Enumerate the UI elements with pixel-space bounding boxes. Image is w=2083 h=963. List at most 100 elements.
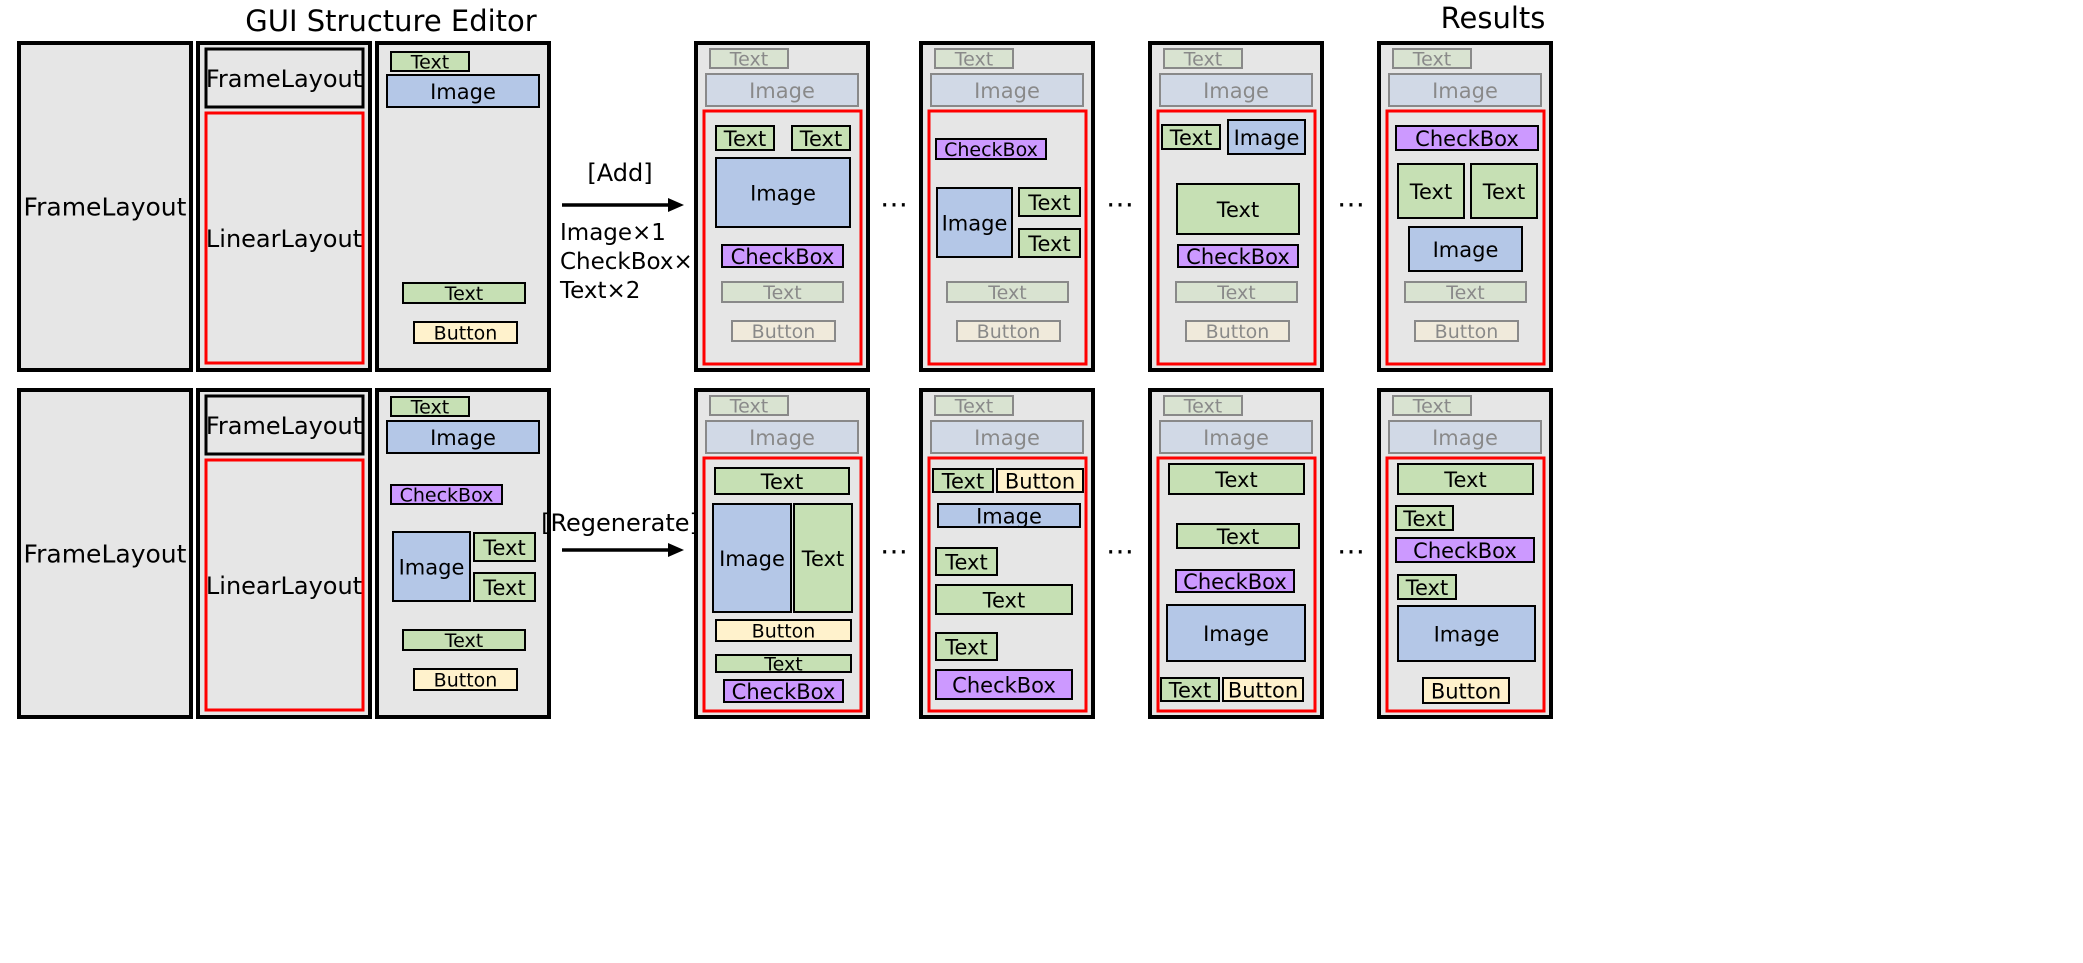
result-text: Text xyxy=(935,547,998,576)
text-label: Text xyxy=(1216,282,1255,304)
image-box xyxy=(930,73,1084,107)
editor-image: Image xyxy=(392,531,471,602)
result-text: Text xyxy=(1176,523,1300,549)
checkbox-box xyxy=(1395,537,1535,563)
image-box xyxy=(1388,73,1542,107)
result-image: Image xyxy=(1388,73,1542,107)
image-label: Image xyxy=(749,426,815,450)
result-text: Text xyxy=(709,395,789,418)
result-checkbox: CheckBox xyxy=(721,244,844,269)
result-text: Text xyxy=(1018,228,1081,258)
checkbox-box xyxy=(1177,244,1299,268)
checkbox-box xyxy=(1175,569,1295,593)
checkbox-box xyxy=(390,484,503,505)
editor-text: Text xyxy=(402,282,526,305)
result-text: Text xyxy=(934,48,1014,71)
result-text: Text xyxy=(721,281,844,304)
result-linear-layout xyxy=(927,456,1088,713)
outer-frame-layout-label: FrameLayout xyxy=(24,540,187,569)
image-box xyxy=(930,420,1084,454)
result-checkbox: CheckBox xyxy=(723,679,844,704)
operation-detail: Image×1 xyxy=(560,220,666,246)
result-linear-layout xyxy=(1385,109,1546,366)
text-box xyxy=(1018,187,1081,217)
result-checkbox: CheckBox xyxy=(935,138,1047,161)
text-box xyxy=(390,51,470,72)
button-box xyxy=(1414,320,1519,342)
result-text: Text xyxy=(935,584,1073,615)
text-box xyxy=(1404,281,1527,303)
image-box xyxy=(715,157,851,228)
editor-image: Image xyxy=(386,74,540,108)
result-text: Text xyxy=(1161,124,1221,150)
result-text: Text xyxy=(1392,395,1472,418)
image-label: Image xyxy=(1432,79,1498,103)
result-image: Image xyxy=(1397,605,1536,662)
ellipsis: … xyxy=(1337,181,1365,214)
image-box xyxy=(386,420,540,454)
text-label: Text xyxy=(1169,126,1212,150)
text-box xyxy=(721,281,844,303)
linear-layout-label: LinearLayout xyxy=(206,225,362,253)
result-image: Image xyxy=(937,503,1081,529)
text-box xyxy=(1470,163,1538,219)
result-image: Image xyxy=(1159,420,1313,454)
text-box xyxy=(946,281,1069,303)
linear-layout-label: LinearLayout xyxy=(206,572,362,600)
operation-detail: CheckBox×1 xyxy=(560,249,707,275)
checkbox-label: CheckBox xyxy=(944,139,1038,161)
result-image: Image xyxy=(1408,226,1523,272)
result-checkbox: CheckBox xyxy=(1177,244,1299,269)
result-linear-layout xyxy=(1156,109,1317,366)
result-button: Button xyxy=(731,320,836,343)
text-label: Text xyxy=(1214,468,1257,492)
text-box xyxy=(715,125,775,151)
image-label: Image xyxy=(1432,426,1498,450)
button-box xyxy=(956,320,1061,342)
editor-text: Text xyxy=(473,572,536,602)
result-image: Image xyxy=(705,73,859,107)
image-box xyxy=(937,503,1081,528)
text-label: Text xyxy=(763,654,802,676)
text-box xyxy=(715,654,852,673)
row-regenerate: FrameLayoutFrameLayoutLinearLayoutTextIm… xyxy=(17,388,1553,719)
checkbox-label: CheckBox xyxy=(1186,245,1290,269)
button-box xyxy=(413,668,518,691)
result-text: Text xyxy=(935,632,998,661)
outer-frame-layout xyxy=(17,41,193,372)
editor-button: Button xyxy=(413,668,518,692)
results-header: Results xyxy=(1441,1,1546,35)
button-label: Button xyxy=(1005,470,1075,494)
operation-detail: Text×2 xyxy=(559,278,640,304)
image-label: Image xyxy=(942,212,1008,236)
text-label: Text xyxy=(1216,198,1259,222)
operation-label: [Regenerate] xyxy=(541,509,699,537)
text-box xyxy=(390,396,470,417)
image-label: Image xyxy=(1433,238,1499,262)
checkbox-box xyxy=(935,669,1073,700)
result-image: Image xyxy=(712,503,792,613)
result-text: Text xyxy=(714,467,850,495)
text-label: Text xyxy=(729,396,768,418)
text-box xyxy=(932,468,994,493)
result-linear-layout xyxy=(702,109,863,366)
result-button: Button xyxy=(1414,320,1519,343)
result-image: Image xyxy=(1227,119,1306,155)
result-image: Image xyxy=(715,157,851,228)
text-label: Text xyxy=(941,470,984,494)
text-label: Text xyxy=(1412,49,1451,71)
image-label: Image xyxy=(399,556,465,580)
text-box xyxy=(1163,395,1243,416)
inner-frame-layout xyxy=(204,47,365,109)
button-box xyxy=(1422,677,1510,704)
operation-arrow-head xyxy=(668,543,684,557)
text-box xyxy=(793,503,853,613)
text-label: Text xyxy=(1216,525,1259,549)
inner-frame-layout-label: FrameLayout xyxy=(206,412,362,440)
result-image: Image xyxy=(936,187,1013,258)
result-image: Image xyxy=(1388,420,1542,454)
